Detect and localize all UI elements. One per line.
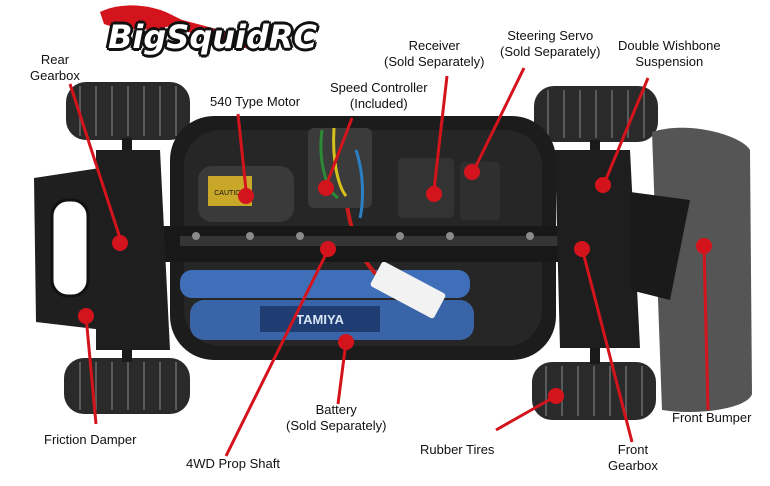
speed-controller-dot bbox=[318, 180, 334, 196]
prop-shaft-dot bbox=[320, 241, 336, 257]
label-rubber-tires-line1: Rubber Tires bbox=[420, 442, 495, 457]
site-logo: BigSquidRC bbox=[108, 18, 317, 56]
label-wishbone-line1: Double Wishbone bbox=[618, 38, 721, 53]
label-rear-gearbox-line2: Gearbox bbox=[30, 68, 80, 83]
motor-caution-text: CAUTION bbox=[214, 190, 246, 197]
label-wishbone-line2: Suspension bbox=[635, 54, 704, 69]
label-battery-line1: Battery bbox=[315, 402, 357, 417]
wishbone-leader bbox=[602, 77, 650, 185]
label-front-gearbox-line2: Gearbox bbox=[608, 458, 658, 473]
battery-dot bbox=[338, 334, 354, 350]
label-rear-gearbox: Rear Gearbox bbox=[30, 52, 80, 84]
prop-shaft-leader bbox=[224, 249, 330, 457]
front-right-wheel bbox=[532, 362, 656, 420]
label-receiver-line1: Receiver bbox=[408, 38, 460, 53]
label-wishbone: Double Wishbone Suspension bbox=[618, 38, 721, 70]
friction-damper-leader bbox=[84, 315, 98, 425]
rear-gearbox-housing bbox=[96, 150, 170, 350]
label-rubber-tires: Rubber Tires bbox=[420, 442, 494, 458]
rear-gearbox-dot bbox=[112, 235, 128, 251]
callout-dots bbox=[78, 164, 712, 404]
prop-shaft bbox=[180, 236, 570, 246]
receiver-dot bbox=[426, 186, 442, 202]
label-friction-damper: Friction Damper bbox=[44, 432, 136, 448]
wishbone-dot bbox=[595, 177, 611, 193]
battery-brand-text: TAMIYA bbox=[296, 312, 344, 327]
label-rear-gearbox-line1: Rear bbox=[40, 52, 70, 67]
battery-leader bbox=[336, 341, 348, 405]
receiver-box bbox=[398, 158, 454, 218]
blue-wire bbox=[354, 149, 364, 219]
label-motor: 540 Type Motor bbox=[210, 94, 300, 110]
label-speed-controller: Speed Controller (Included) bbox=[330, 80, 428, 112]
label-front-bumper: Front Bumper bbox=[672, 410, 751, 426]
rear-left-wheel bbox=[66, 82, 190, 140]
speed-controller-leader bbox=[324, 117, 354, 187]
label-friction-damper-line1: Friction Damper bbox=[44, 432, 137, 447]
front-gearbox-leader bbox=[580, 247, 634, 443]
servo-dot bbox=[464, 164, 480, 180]
label-motor-line1: 540 Type Motor bbox=[210, 94, 301, 109]
receiver-leader bbox=[432, 75, 449, 191]
rubber-tires-leader bbox=[495, 394, 557, 432]
logo-squid-graphic bbox=[100, 5, 255, 50]
label-receiver: Receiver (Sold Separately) bbox=[384, 38, 484, 70]
front-gearbox-housing bbox=[555, 150, 640, 348]
label-battery: Battery (Sold Separately) bbox=[286, 402, 386, 434]
motor-leader bbox=[236, 113, 248, 191]
rear-right-wheel bbox=[64, 358, 190, 414]
label-steering-servo: Steering Servo (Sold Separately) bbox=[500, 28, 600, 60]
callout-lines bbox=[68, 67, 710, 457]
rear-plate-opening bbox=[50, 198, 90, 298]
label-prop-shaft-line1: 4WD Prop Shaft bbox=[186, 456, 280, 471]
rubber-tires-dot bbox=[548, 388, 564, 404]
front-gearbox-dot bbox=[574, 241, 590, 257]
label-prop-shaft: 4WD Prop Shaft bbox=[186, 456, 280, 472]
label-front-bumper-line1: Front Bumper bbox=[672, 410, 752, 425]
bumper-mount bbox=[630, 192, 690, 300]
front-bumper-leader bbox=[702, 245, 710, 411]
front-left-wheel bbox=[534, 86, 658, 142]
front-bumper-dot bbox=[696, 238, 712, 254]
label-front-gearbox: Front Gearbox bbox=[608, 442, 658, 474]
friction-damper-dot bbox=[78, 308, 94, 324]
battery-connector bbox=[370, 261, 446, 319]
label-speed-controller-line2: (Included) bbox=[349, 96, 408, 111]
yellow-wire bbox=[332, 127, 348, 197]
servo-leader bbox=[472, 67, 526, 171]
rear-gearbox-leader bbox=[68, 83, 122, 239]
motor-dot bbox=[238, 188, 254, 204]
chassis-screws bbox=[192, 232, 534, 240]
label-receiver-line2: (Sold Separately) bbox=[384, 54, 485, 69]
green-wire bbox=[319, 129, 339, 200]
label-battery-line2: (Sold Separately) bbox=[286, 418, 387, 433]
label-steering-servo-line2: (Sold Separately) bbox=[500, 44, 601, 59]
label-front-gearbox-line1: Front bbox=[617, 442, 649, 457]
label-speed-controller-line1: Speed Controller bbox=[330, 80, 428, 95]
label-steering-servo-line1: Steering Servo bbox=[507, 28, 594, 43]
